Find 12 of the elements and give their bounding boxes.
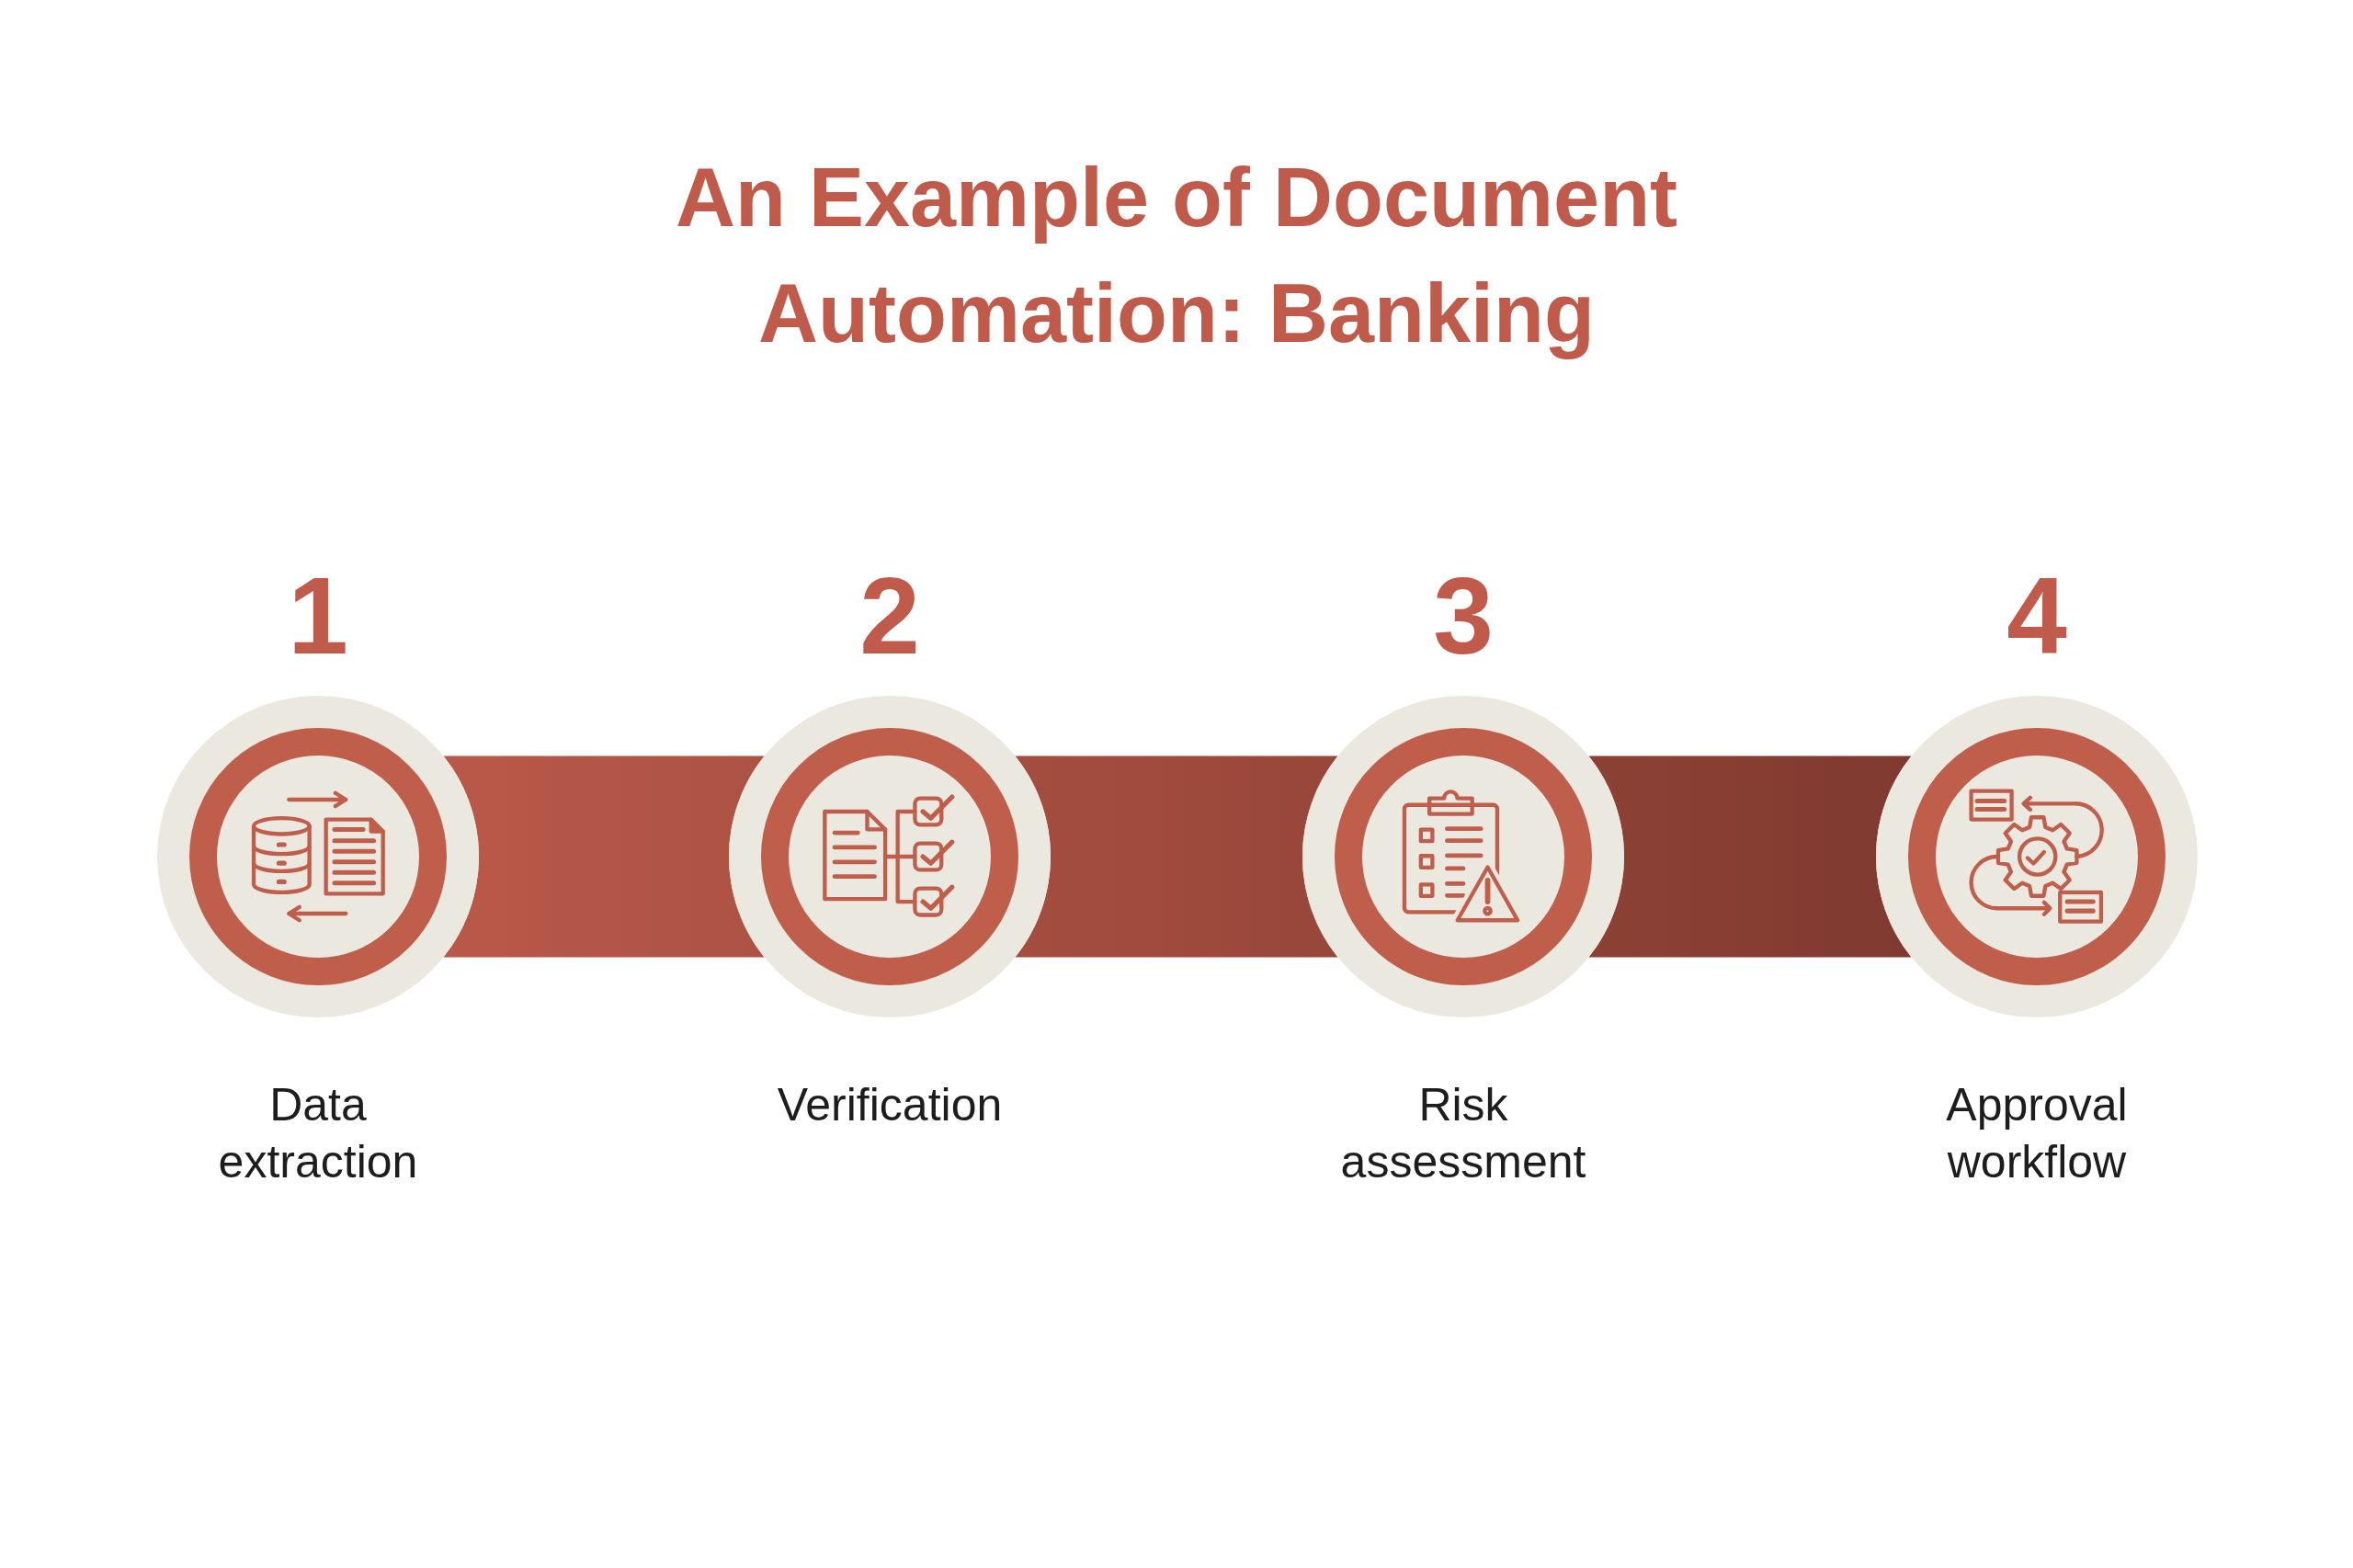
connector-band <box>1588 756 1912 958</box>
diagram-title: An Example of Document Automation: Banking <box>674 151 1679 361</box>
connector-band <box>1015 756 1338 958</box>
step-number: 3 <box>1433 562 1494 670</box>
step-label: Risk assessment <box>1340 1078 1586 1189</box>
step-label: Data extraction <box>218 1078 418 1189</box>
step-number: 2 <box>859 562 920 670</box>
step-label: Verification <box>777 1078 1003 1132</box>
step-number: 1 <box>288 562 348 670</box>
step-label: Approval workflow <box>1946 1078 2128 1189</box>
step-number: 4 <box>2006 562 2067 670</box>
connector-band <box>443 756 765 958</box>
